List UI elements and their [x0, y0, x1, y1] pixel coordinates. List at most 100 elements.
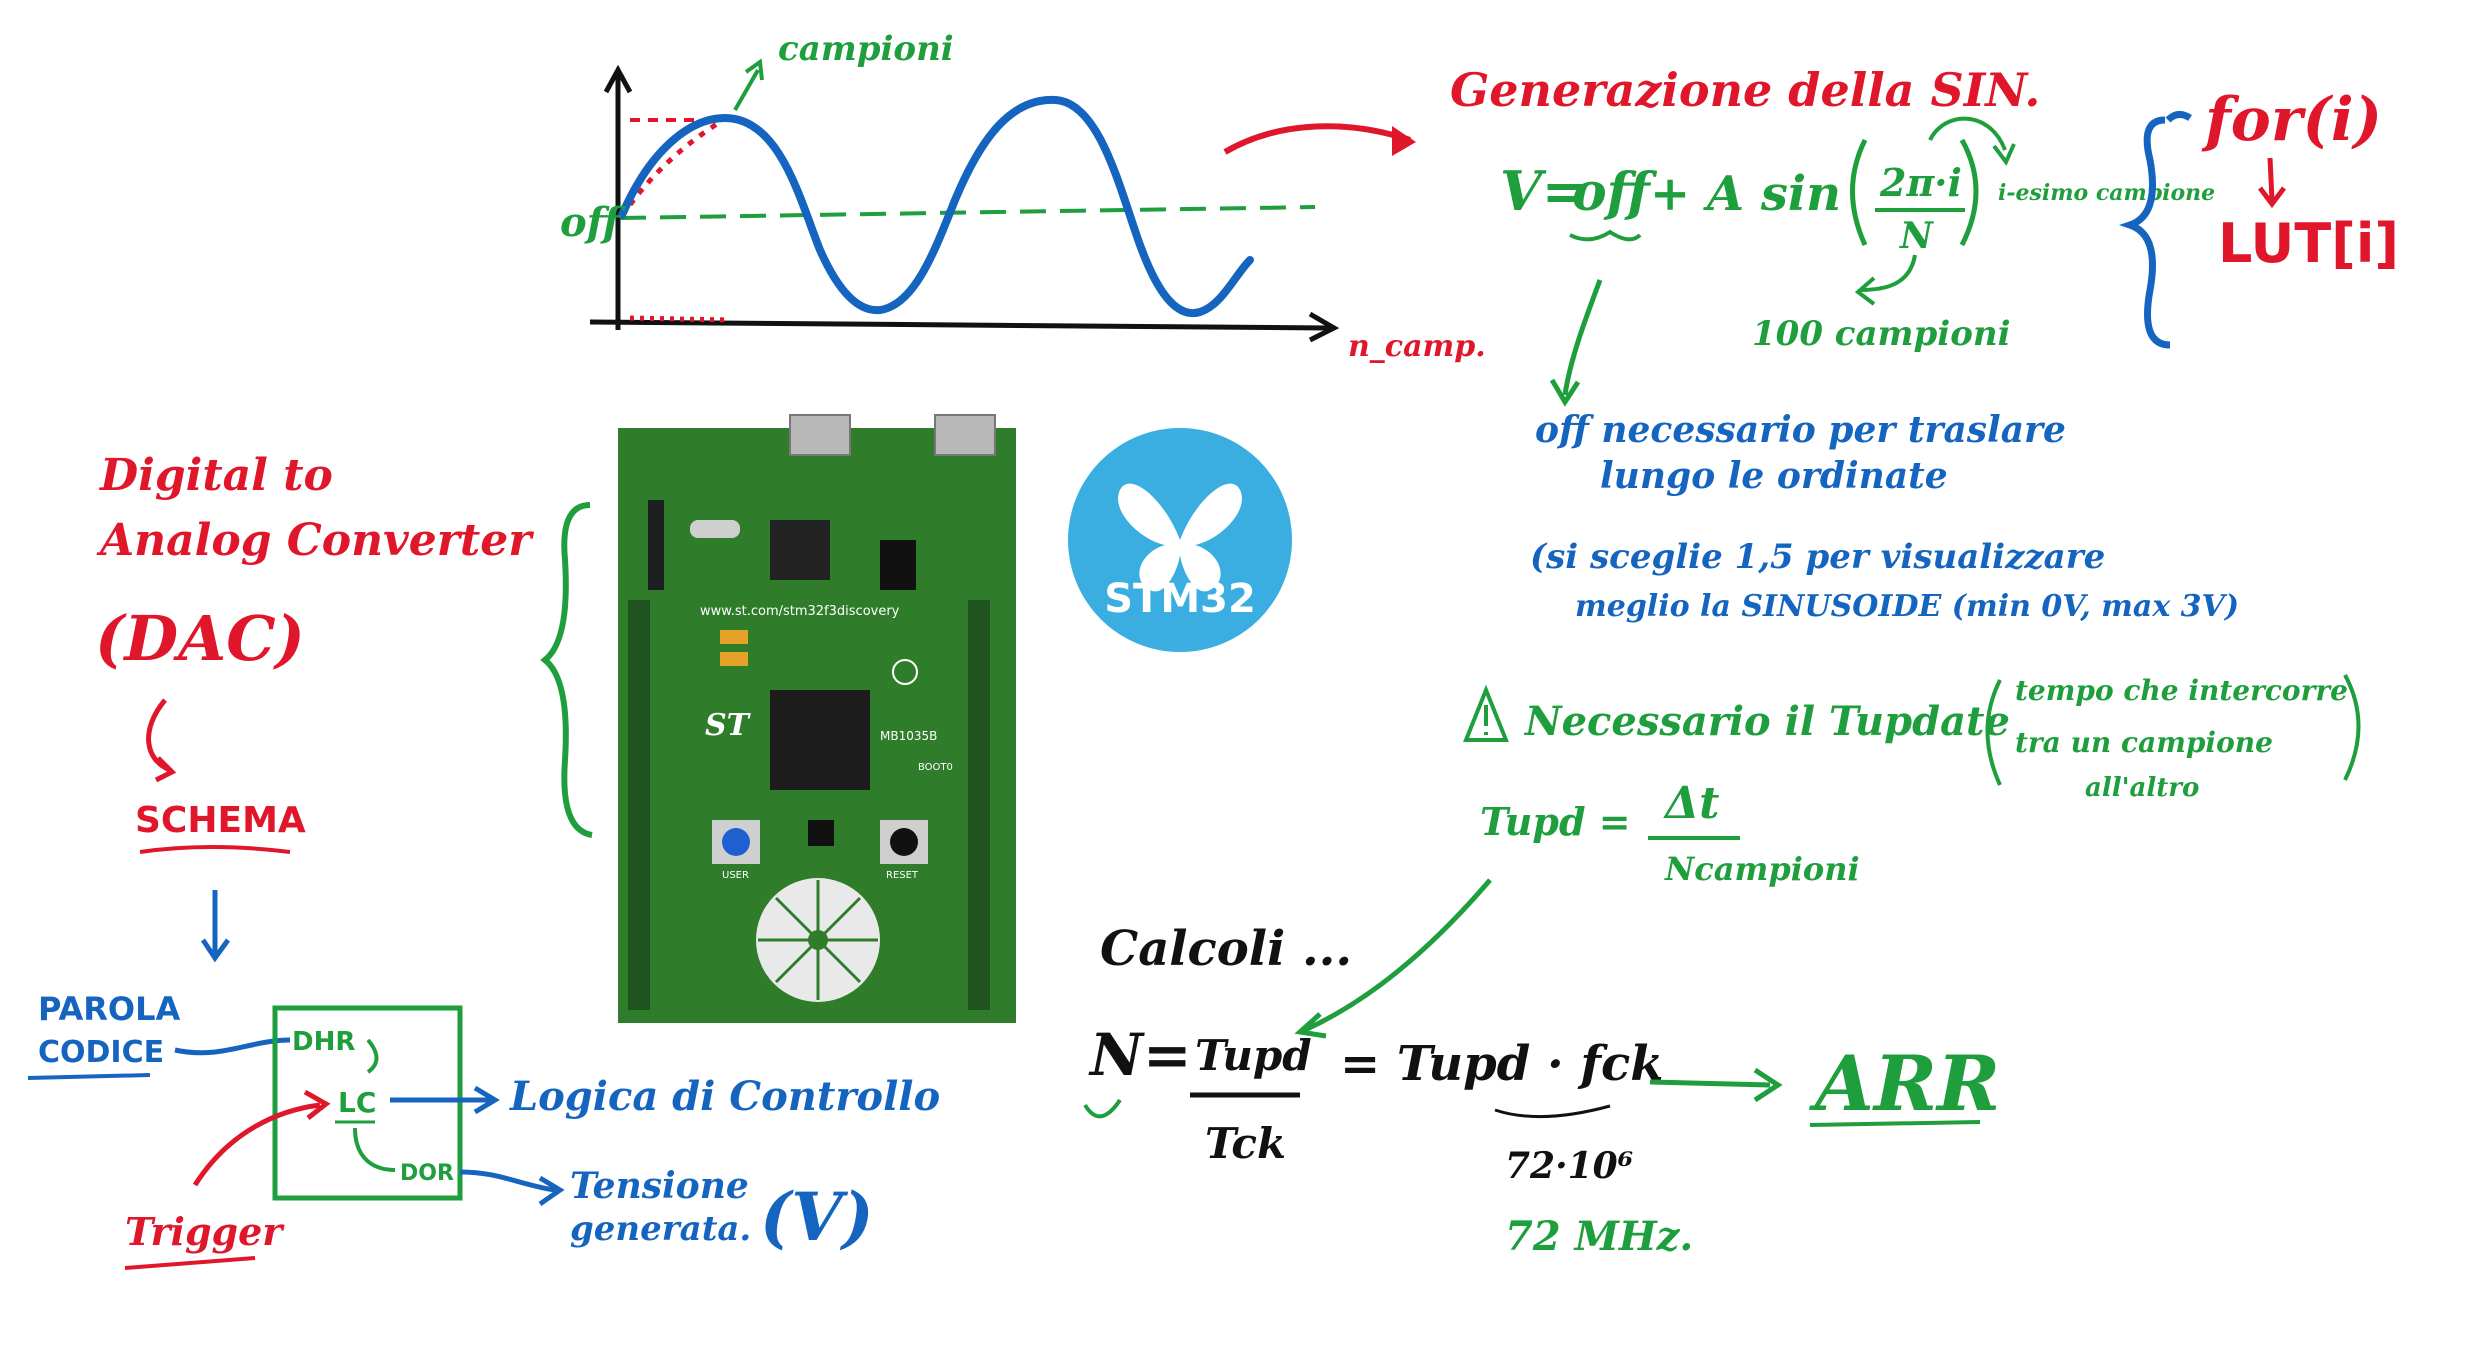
- right-pin-header: [968, 600, 990, 1010]
- loop-arrow-icon: [2258, 157, 2286, 209]
- board-brace: [540, 502, 593, 838]
- plot-x-axis-arrow-icon: [1308, 311, 1340, 343]
- formula-open-paren: [1850, 138, 1868, 247]
- plot-to-generation-arrowhead-icon: [1392, 126, 1416, 156]
- dac-lc: LC: [338, 1086, 376, 1119]
- reset-button: [890, 828, 918, 856]
- calc-fck-underline: [1494, 1104, 1611, 1119]
- tupdate-denominator: Ncampioni: [1664, 850, 1860, 888]
- i-note: i-esimo campione: [1998, 180, 2215, 206]
- dac-title-3: (DAC): [95, 602, 305, 675]
- jumper-block: [880, 540, 916, 590]
- dhr-to-lc-arrow: [366, 1038, 379, 1074]
- tupdate-to-calc-arrow: [1303, 878, 1492, 1033]
- left-pin-header: [628, 600, 650, 1010]
- tupdate-text: Necessario il Tupdate: [1523, 698, 2010, 745]
- pcb-model: MB1035B: [880, 729, 937, 743]
- dac-dor: DOR: [400, 1161, 454, 1186]
- i-note-arrowhead-icon: [1992, 143, 2016, 166]
- usb-connector-2: [934, 414, 996, 456]
- butterfly-icon: [1118, 483, 1242, 592]
- parola-2: CODICE: [38, 1035, 164, 1070]
- sine-plot: campioni off n_camp.: [560, 29, 1486, 364]
- formula-a-sin: + A sin: [1650, 166, 1841, 222]
- generation-title: Generazione della SIN.: [1450, 63, 2040, 117]
- ce-mark: [892, 659, 918, 685]
- offset-note-line1: off necessario per traslare: [1535, 409, 2066, 451]
- loop-label: for(i): [2201, 85, 2382, 155]
- dac-schema: SCHEMA: [135, 800, 306, 841]
- lut-label: LUT[i]: [2218, 212, 2399, 275]
- dac-tensione-1: Tensione: [570, 1165, 749, 1207]
- formula-denominator: N: [1899, 215, 1935, 257]
- n-note-arrow: [1859, 254, 1917, 292]
- formula-offset-underline: [1569, 229, 1642, 242]
- calc-n-underline: [1083, 1098, 1122, 1119]
- i-note-arrow: [1928, 116, 2007, 151]
- pcb-url: www.st.com/stm32f3discovery: [700, 604, 900, 619]
- dac-block: [272, 1005, 463, 1201]
- offset-note-arrow: [1562, 279, 1603, 396]
- offset-note-line2: lungo le ordinate: [1600, 455, 1948, 497]
- led-compass-center: [808, 930, 828, 950]
- formula-numerator: 2π·i: [1879, 160, 1962, 205]
- offset-note-line3: (si sceglie 1,5 per visualizzare: [1530, 537, 2105, 577]
- main-mcu: [770, 690, 870, 790]
- dac-volt: (V): [760, 1178, 874, 1256]
- dac-dhr: DHR: [292, 1027, 355, 1057]
- calc-arr-underline: [1809, 1120, 1981, 1127]
- calc-frac-den: Tck: [1205, 1119, 1286, 1168]
- n-note-arrowhead-icon: [1854, 276, 1876, 306]
- dac-schema-underline: [139, 845, 291, 854]
- offset-note-arrowhead-icon: [1549, 378, 1581, 407]
- formula-lhs: V=: [1500, 159, 1587, 223]
- lc-to-logic-arrowhead-icon: [473, 1085, 500, 1115]
- stm32-logo-text: STM32: [1104, 576, 1256, 622]
- samples-pointer-arrow-icon: [733, 58, 764, 111]
- trigger-arrowhead-icon: [303, 1089, 331, 1120]
- n-note: 100 campioni: [1752, 314, 2011, 354]
- pcb-reset-label: RESET: [886, 870, 919, 881]
- dac-tensione-2: generata.: [570, 1209, 751, 1249]
- pcb-st-logo: ST: [705, 708, 752, 743]
- dac-logic: Logica di Controllo: [509, 1073, 940, 1120]
- crystal: [690, 520, 740, 538]
- formula-offset: off: [1572, 162, 1658, 223]
- pcb-user-label: USER: [722, 870, 749, 881]
- dor-to-output-arrowhead-icon: [538, 1175, 565, 1207]
- trigger-underline: [124, 1256, 256, 1270]
- x-axis-label: n_camp.: [1348, 329, 1486, 364]
- parola-underline: [27, 1073, 151, 1080]
- dor-to-output-arrow: [459, 1169, 556, 1193]
- user-button: [722, 828, 750, 856]
- tupdate-note-1: tempo che intercorre: [2015, 674, 2348, 707]
- calc-to-arr-arrowhead-icon: [1753, 1067, 1783, 1103]
- offset-dashed-line: [619, 205, 1316, 220]
- tupdate-section: Necessario il Tupdate tempo che intercor…: [1294, 674, 2361, 1039]
- offset-label: off: [560, 199, 626, 246]
- calc-section: Calcoli ... N= Tupd Tck = Tupd · fck 72·…: [1083, 921, 2000, 1260]
- loop-brace-top: [2165, 111, 2192, 123]
- calc-eq-rhs: = Tupd · fck: [1340, 1036, 1664, 1092]
- lc-to-dor-arrow: [353, 1127, 396, 1172]
- dac-section: Digital to Analog Converter (DAC) SCHEMA…: [27, 450, 940, 1270]
- stm32-logo: STM32: [1068, 428, 1292, 652]
- calc-fck-value: 72·10⁶: [1505, 1145, 1634, 1187]
- calc-title: Calcoli ...: [1100, 921, 1352, 977]
- loop-brace: [2118, 116, 2171, 349]
- cap-1: [720, 630, 748, 644]
- dac-trigger: Trigger: [125, 1209, 285, 1254]
- dac-title-1: Digital to: [98, 450, 333, 501]
- sample-ticks: [629, 315, 731, 323]
- dac-arrowhead-icon: [154, 756, 177, 783]
- offset-notes: off necessario per traslare lungo le ord…: [1530, 279, 2239, 624]
- gyro-chip: [808, 820, 834, 846]
- stlink-chip: [770, 520, 830, 580]
- plot-to-generation-arrow: [1223, 123, 1411, 155]
- plot-y-axis-arrow-icon: [603, 64, 633, 94]
- usb-connector-1: [789, 414, 851, 456]
- tupdate-note-3: all'altro: [2085, 773, 2199, 803]
- tupdate-numerator: Δt: [1663, 778, 1719, 829]
- calc-frac-num: Tupd: [1195, 1031, 1312, 1080]
